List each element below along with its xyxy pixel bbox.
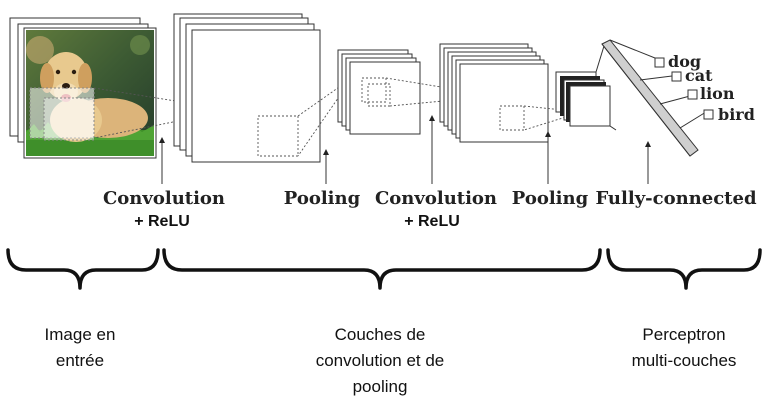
output-bird: bird — [703, 105, 755, 124]
pool1-feature-maps — [337, 49, 497, 135]
output-label-cat: cat — [685, 66, 713, 85]
conv2-feature-maps — [439, 43, 583, 143]
brace-conv — [162, 248, 602, 290]
output-label-bird: bird — [718, 105, 755, 124]
label-pool1: Pooling — [284, 188, 361, 209]
group-conv-line1: Couches de — [335, 325, 426, 344]
label-conv1: Convolution — [103, 188, 225, 209]
group-conv-line3: pooling — [353, 377, 408, 396]
label-conv2: Convolution — [375, 188, 497, 209]
pool2-feature-maps — [555, 45, 617, 131]
group-labels: Image en entrée Couches de convolution e… — [45, 325, 737, 396]
stage-labels: Convolution + ReLU Pooling Convolution +… — [103, 188, 757, 230]
group-input-line2: entrée — [56, 351, 104, 370]
group-input-line1: Image en — [45, 325, 116, 344]
stage-pointers — [159, 115, 651, 184]
fully-connected-layer — [601, 39, 707, 157]
brace-input — [6, 248, 160, 290]
group-mlp-line1: Perceptron — [642, 325, 725, 344]
output-dog: dog — [654, 52, 701, 71]
group-conv-line2: convolution et de — [316, 351, 445, 370]
input-image-stack — [9, 17, 233, 159]
output-label-dog: dog — [668, 52, 701, 71]
group-mlp-line2: multi-couches — [632, 351, 737, 370]
conv1-feature-maps — [173, 13, 353, 163]
label-pool2: Pooling — [512, 188, 589, 209]
output-lion: lion — [687, 84, 735, 103]
group-braces — [6, 248, 762, 290]
dog-photo — [26, 30, 154, 156]
output-classes: dog cat lion bird — [654, 52, 755, 124]
output-label-lion: lion — [700, 84, 735, 103]
output-cat: cat — [671, 66, 713, 85]
label-fc: Fully-connected — [595, 188, 756, 209]
brace-mlp — [606, 248, 762, 290]
label-conv1-relu: + ReLU — [134, 213, 190, 230]
label-conv2-relu: + ReLU — [404, 213, 460, 230]
